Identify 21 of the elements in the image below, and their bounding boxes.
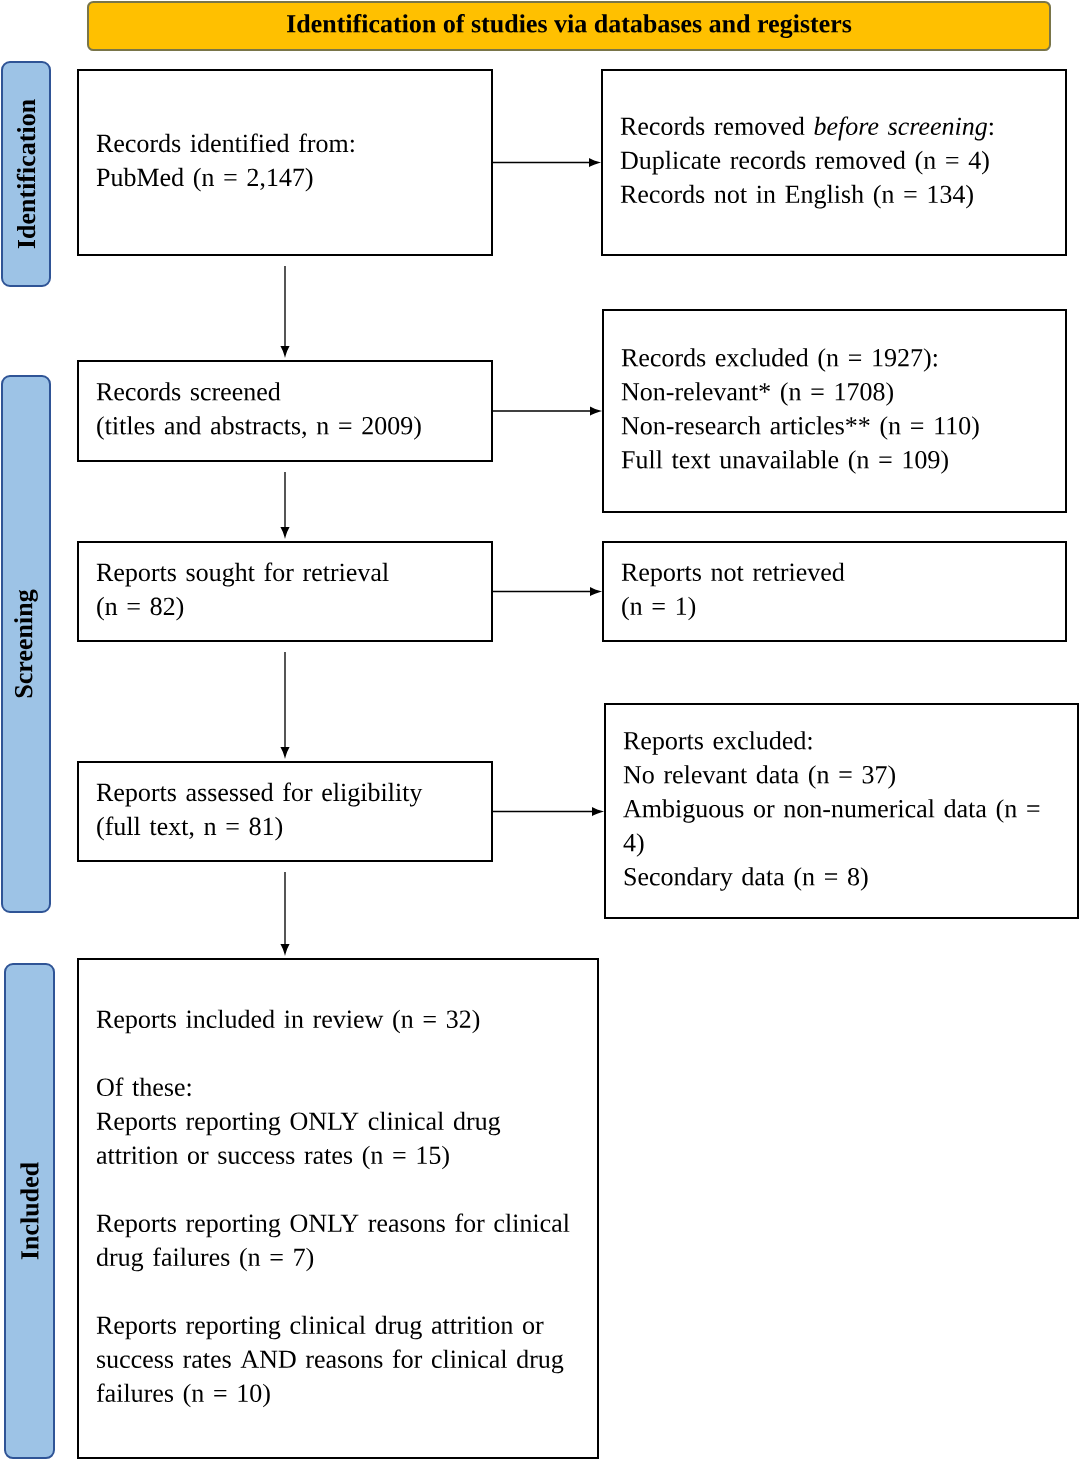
arrow — [492, 807, 602, 816]
arrow — [492, 158, 599, 167]
stage-label: Identification — [1, 61, 51, 287]
process-box: Records removed before screening: Duplicate records removed (n = 4) Records not in English (n = 134) — [601, 69, 1067, 256]
stage-label: Screening — [1, 375, 51, 913]
arrow — [280, 651, 290, 758]
process-box: Records screened (titles and abstracts, n = 2009) — [77, 360, 493, 462]
stage-label: Included — [4, 963, 55, 1459]
phase-banner: Identification of studies via databases and registers — [87, 1, 1051, 51]
process-box: Records identified from: PubMed (n = 2,147) — [77, 69, 493, 256]
arrow — [280, 871, 290, 955]
arrow — [280, 265, 290, 356]
process-box: Reports sought for retrieval (n = 82) — [77, 541, 493, 642]
process-box: Reports included in review (n = 32) Of these: Reports reporting ONLY clinical drug attrition or success rates (n = 15) Reports reporting ONLY reasons for clinical drug failures (n = 7) Reports reporting clinical drug attrition or success rates AND reasons for clinical drug failures (n = 10) — [77, 958, 599, 1459]
arrow — [280, 471, 290, 537]
process-box: Reports assessed for eligibility (full text, n = 81) — [77, 761, 493, 862]
process-box: Reports not retrieved (n = 1) — [602, 541, 1067, 642]
process-box: Records excluded (n = 1927): Non-relevant* (n = 1708) Non-research articles** (n = 110) Full text unavailable (n = 109) — [602, 309, 1067, 513]
arrow — [492, 587, 600, 596]
arrow — [492, 406, 600, 416]
process-box: Reports excluded: No relevant data (n = 37) Ambiguous or non-numerical data (n = 4) Secondary data (n = 8) — [604, 703, 1079, 919]
